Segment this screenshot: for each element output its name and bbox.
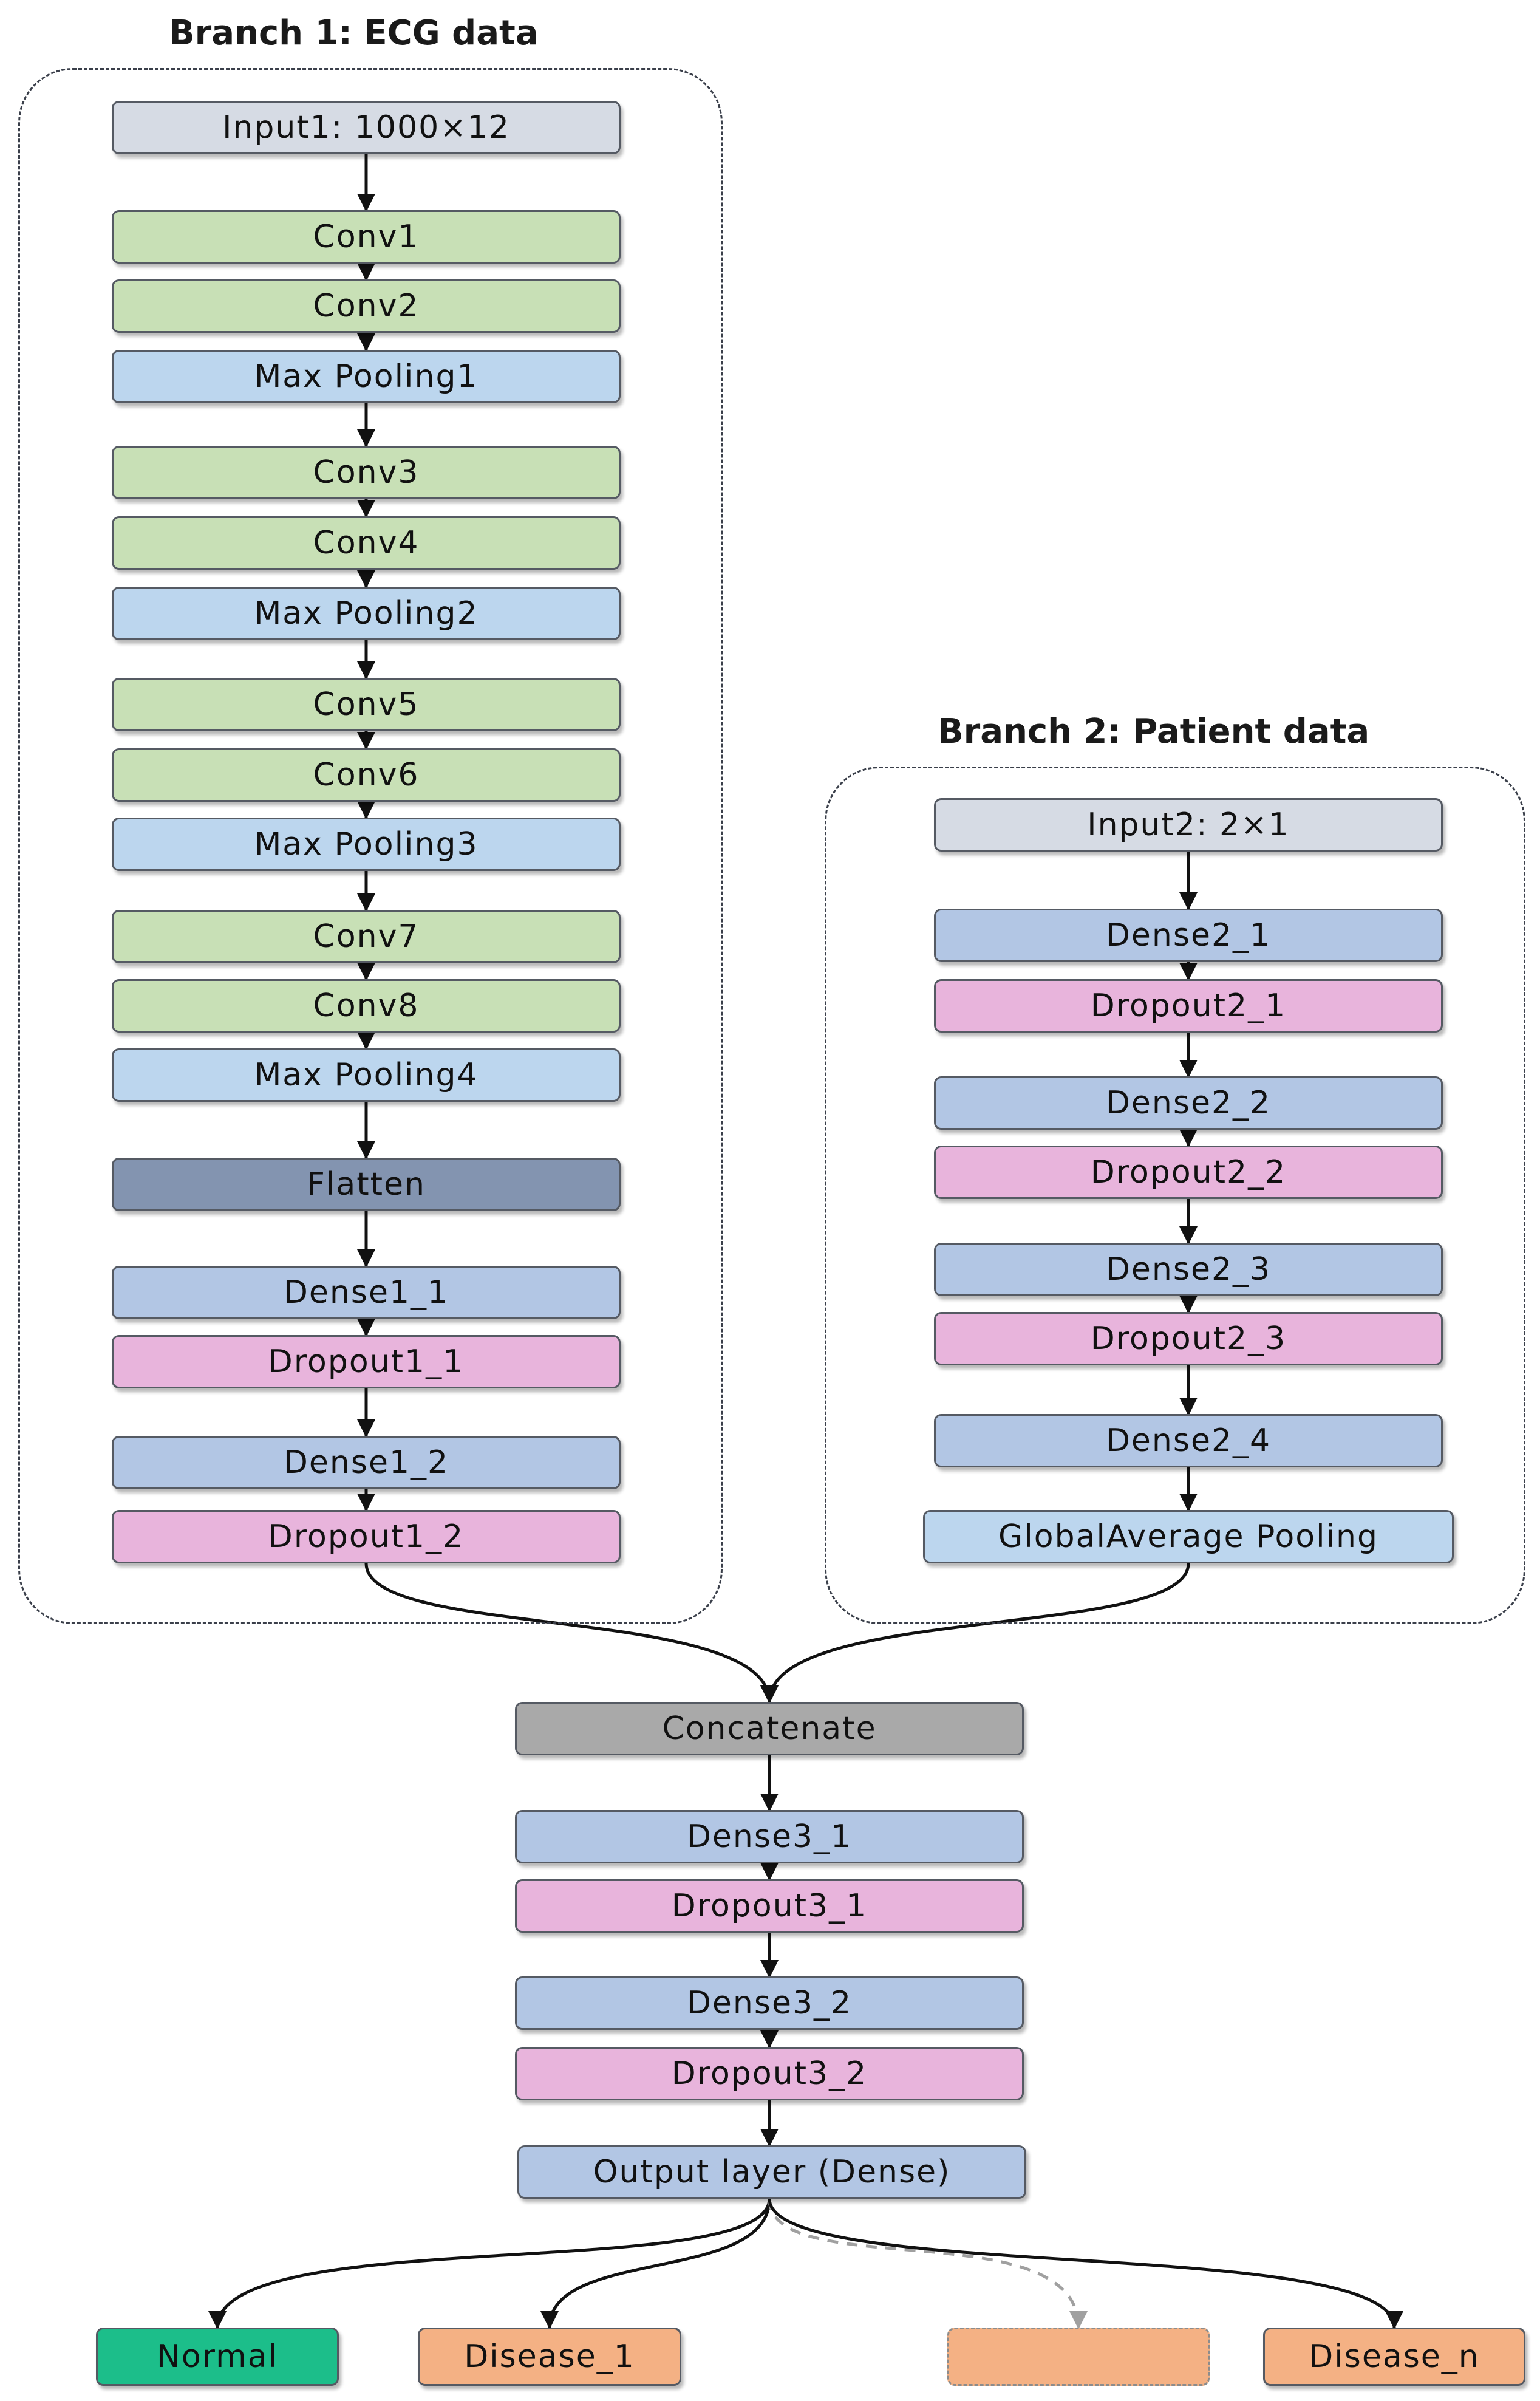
node-conv5: Conv5 bbox=[112, 678, 621, 731]
output-normal: Normal bbox=[96, 2328, 339, 2386]
node-dropout1-1: Dropout1_1 bbox=[112, 1335, 621, 1388]
connector-arrow-34 bbox=[768, 2198, 1088, 2329]
output-placeholder bbox=[947, 2328, 1210, 2386]
node-dense2-4: Dense2_4 bbox=[934, 1414, 1443, 1467]
node-dense2-3: Dense2_3 bbox=[934, 1243, 1443, 1296]
node-conv1: Conv1 bbox=[112, 210, 621, 264]
node-max-pooling2: Max Pooling2 bbox=[112, 587, 621, 640]
node-dropout3-2: Dropout3_2 bbox=[515, 2047, 1024, 2100]
node-max-pooling4: Max Pooling4 bbox=[112, 1048, 621, 1102]
connector-arrow-30 bbox=[364, 1563, 779, 1704]
node-dense3-2: Dense3_2 bbox=[515, 1976, 1024, 2030]
connector-arrow-35 bbox=[768, 2198, 1403, 2329]
node-conv3: Conv3 bbox=[112, 446, 621, 499]
branch2-container bbox=[825, 767, 1525, 1624]
connector-arrow-32 bbox=[208, 2198, 771, 2329]
node-dropout1-2: Dropout1_2 bbox=[112, 1510, 621, 1563]
node-dropout2-1: Dropout2_1 bbox=[934, 979, 1443, 1033]
node-conv4: Conv4 bbox=[112, 516, 621, 570]
connector-arrow-31 bbox=[760, 1563, 1190, 1704]
node-max-pooling1: Max Pooling1 bbox=[112, 350, 621, 403]
node-dense3-1: Dense3_1 bbox=[515, 1810, 1024, 1863]
node-flatten: Flatten bbox=[112, 1158, 621, 1211]
node-dense2-2: Dense2_2 bbox=[934, 1076, 1443, 1130]
node-dropout2-3: Dropout2_3 bbox=[934, 1312, 1443, 1365]
node-dropout3-1: Dropout3_1 bbox=[515, 1879, 1024, 1933]
node-conv8: Conv8 bbox=[112, 979, 621, 1033]
node-dropout2-2: Dropout2_2 bbox=[934, 1146, 1443, 1199]
node-dense2-1: Dense2_1 bbox=[934, 909, 1443, 962]
node-global-average-pooling: GlobalAverage Pooling bbox=[923, 1510, 1454, 1563]
node-dense1-1: Dense1_1 bbox=[112, 1266, 621, 1319]
node-conv2: Conv2 bbox=[112, 279, 621, 333]
node-output-layer: Output layer (Dense) bbox=[517, 2145, 1026, 2199]
output-disease-1: Disease_1 bbox=[418, 2328, 681, 2386]
node-dense1-2: Dense1_2 bbox=[112, 1436, 621, 1489]
node-concatenate: Concatenate bbox=[515, 1702, 1024, 1755]
node-input1: Input1: 1000×12 bbox=[112, 101, 621, 154]
node-conv7: Conv7 bbox=[112, 910, 621, 963]
branch1-container bbox=[18, 68, 723, 1624]
node-max-pooling3: Max Pooling3 bbox=[112, 818, 621, 871]
branch2-title: Branch 2: Patient data bbox=[938, 712, 1370, 751]
node-conv6: Conv6 bbox=[112, 748, 621, 802]
branch1-title: Branch 1: ECG data bbox=[169, 13, 539, 53]
output-disease-n: Disease_n bbox=[1263, 2328, 1525, 2386]
connector-arrow-33 bbox=[540, 2198, 771, 2329]
node-input2: Input2: 2×1 bbox=[934, 798, 1443, 852]
